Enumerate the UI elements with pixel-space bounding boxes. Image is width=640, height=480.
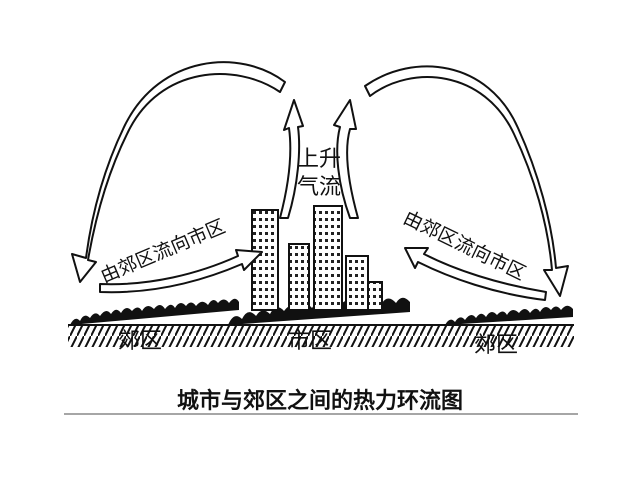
surface-inflow-arrows bbox=[99, 247, 547, 301]
building bbox=[367, 281, 383, 311]
diagram-caption: 城市与郊区之间的热力环流图 bbox=[177, 388, 463, 414]
label-rising-air-line1: 上升 bbox=[297, 147, 341, 172]
upper-arc-right bbox=[364, 65, 569, 297]
inflow-arrow-left bbox=[99, 249, 263, 294]
upper-arc-left bbox=[71, 61, 286, 283]
label-city: 市区 bbox=[288, 329, 332, 354]
upper-circulation-arrows bbox=[71, 61, 569, 297]
inflow-arrow-right bbox=[404, 247, 547, 301]
label-right-suburb: 郊区 bbox=[474, 333, 518, 358]
city-buildings bbox=[251, 205, 383, 311]
rising-arrow-right bbox=[333, 99, 359, 219]
rising-air-arrows bbox=[279, 99, 359, 219]
building bbox=[345, 255, 369, 311]
building bbox=[313, 205, 343, 311]
rising-arrow-left bbox=[279, 99, 304, 219]
label-rising-air-line2: 气流 bbox=[297, 175, 341, 200]
building bbox=[251, 209, 279, 311]
ground bbox=[68, 324, 574, 347]
building bbox=[288, 243, 310, 311]
label-left-suburb: 郊区 bbox=[118, 329, 162, 354]
